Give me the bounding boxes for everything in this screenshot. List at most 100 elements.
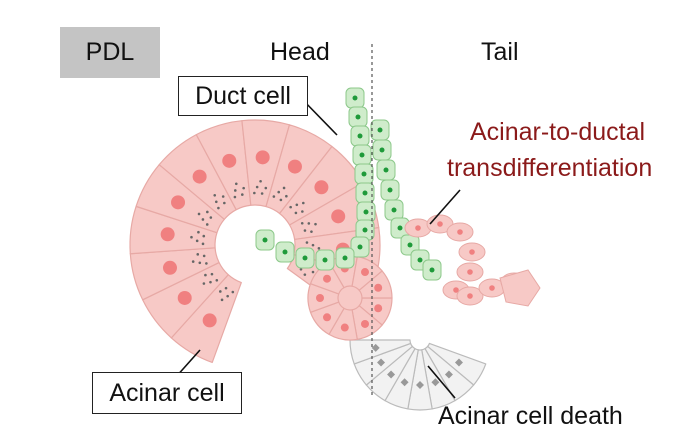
duct-nucleus [282,249,288,255]
zymogen-granule [303,273,307,276]
zymogen-granule [264,186,268,190]
acinar-nucleus [287,159,302,174]
acinar-nucleus [323,313,332,322]
duct-nucleus [397,225,403,231]
zymogen-granule [220,298,224,302]
zymogen-granule [231,290,235,294]
zymogen-granule [213,193,217,197]
duct-nucleus [363,209,369,215]
zymogen-granule [202,234,206,238]
zymogen-granule [191,260,195,263]
acinar-cells [129,119,393,364]
zymogen-granule [311,243,315,247]
acinar-nucleus [222,153,237,168]
acinar-nucleus [160,227,175,242]
zymogen-granule [294,211,298,215]
adm-nucleus [489,285,495,291]
transdifferentiating-cells [404,214,541,307]
duct-nucleus [377,127,383,133]
zymogen-granule [215,278,219,282]
duct-nucleus [407,242,413,248]
duct-nucleus [361,171,367,177]
zymogen-granule [221,195,225,198]
acinar-nucleus [323,274,332,283]
zymogen-granule [279,198,283,202]
acinar-nucleus [202,313,217,328]
zymogen-granule [233,195,237,199]
zymogen-granule [219,290,222,293]
zymogen-granule [217,206,220,210]
acinar-nucleus [374,304,383,313]
acinar-nucleus [192,169,207,184]
duct-nucleus [429,267,435,273]
zymogen-granule [202,282,206,285]
adm-nucleus [457,229,463,235]
zymogen-granule [295,203,299,207]
acinar-cell [358,270,393,299]
zymogen-granule [190,235,193,239]
tail-label: Tail [481,38,519,66]
adm-nucleus [467,269,473,275]
duct-nucleus [387,187,393,193]
zymogen-granule [253,191,256,195]
zymogen-granule [277,190,281,194]
duct-cells [255,87,442,281]
zymogen-granule [206,210,209,214]
fragmented-nucleus [387,370,396,379]
zymogen-granule [214,200,218,204]
adm-label-line1: Acinar-to-ductal [470,118,646,146]
zymogen-granule [317,247,321,250]
pdl-label: PDL [60,27,160,78]
acinar-nucleus [316,294,324,302]
duct-nucleus [322,257,328,263]
acinar-nucleus [162,260,177,275]
fragmented-nucleus [444,370,453,379]
duct-nucleus [302,255,308,261]
duct-nucleus [383,167,389,173]
duct-nucleus [417,257,423,263]
zymogen-granule [305,241,309,244]
fragmented-nucleus [371,343,380,352]
zymogen-granule [311,270,315,274]
acinar-nucleus [331,209,346,224]
zymogen-granule [299,268,303,271]
acinar-nucleus [361,268,369,277]
fragmented-nucleus [431,378,440,387]
zymogen-granule [201,242,205,246]
zymogen-granule [204,273,207,277]
zymogen-granule [302,201,305,205]
adm-label-line2: transdifferentiation [447,154,653,182]
zymogen-granule [233,189,237,192]
zymogen-granule [300,221,304,225]
zymogen-granule [205,223,209,226]
head-label: Head [270,38,330,66]
acinar-death-label: Acinar cell death [438,402,623,430]
adm-nucleus [437,221,443,227]
duct-nucleus [355,114,361,120]
zymogen-granule [285,194,288,198]
zymogen-granule [226,294,229,298]
duct-nucleus [262,237,268,243]
duct-nucleus [342,255,348,261]
acinar-death-pointer [427,365,456,399]
acinar-nucleus [374,283,383,292]
zymogen-granule [195,239,199,243]
zymogen-granule [197,212,201,216]
zymogen-granule [241,193,244,196]
zymogen-granule [242,186,245,190]
zymogen-granule [209,280,212,284]
duct-nucleus [359,152,365,158]
zymogen-granule [301,210,304,213]
dead-acinar-cell [349,339,412,365]
zymogen-granule [223,201,226,205]
zymogen-granule [209,216,213,219]
acinar-nucleus [340,323,349,332]
fragmented-nucleus [416,381,424,389]
zymogen-granule [255,185,259,189]
zymogen-granule [202,254,206,258]
zymogen-granule [260,192,264,195]
fragmented-nucleus [400,378,409,387]
zymogen-granule [224,286,228,290]
adm-nucleus [453,287,459,293]
acinar-nucleus [361,319,369,328]
